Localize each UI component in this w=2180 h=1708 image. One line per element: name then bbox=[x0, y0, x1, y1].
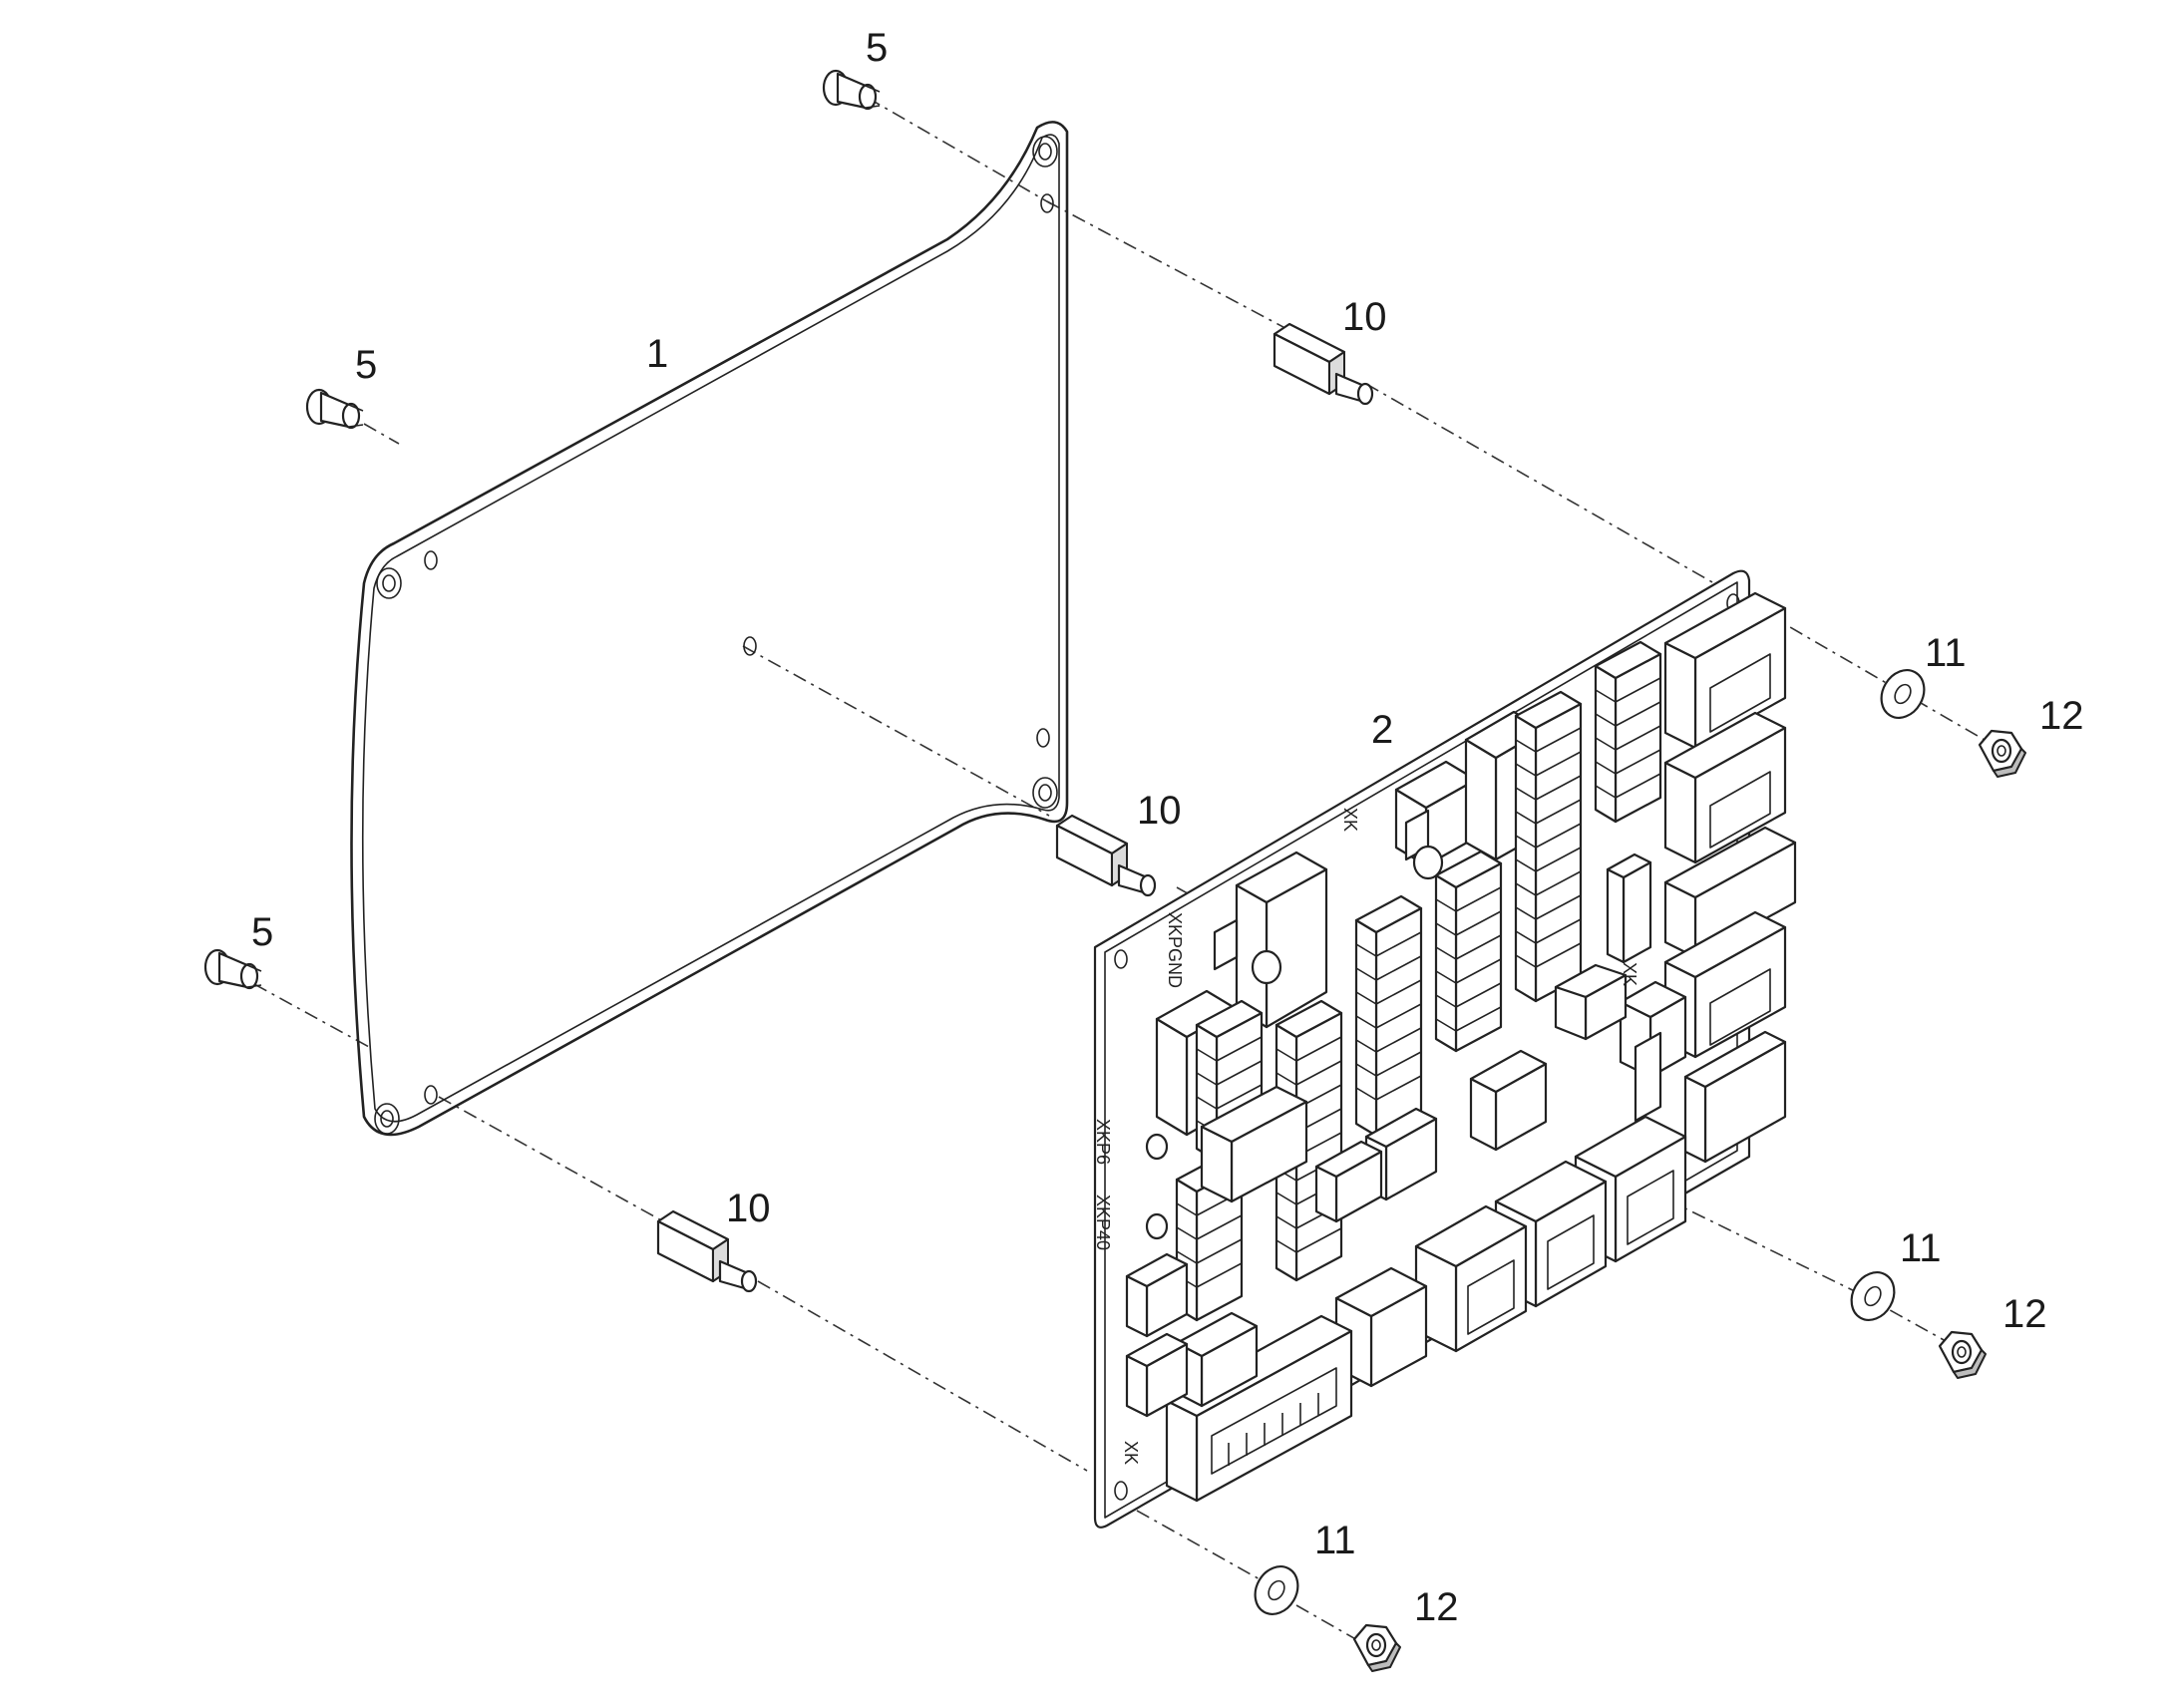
screw bbox=[305, 388, 364, 430]
standoff bbox=[1055, 814, 1157, 897]
silkscreen-label: XKP40 bbox=[1093, 1195, 1113, 1250]
main-connector bbox=[1165, 1314, 1353, 1503]
connector bbox=[1125, 1252, 1189, 1338]
nut bbox=[1978, 729, 2026, 778]
mounting-hole bbox=[376, 567, 402, 599]
connector bbox=[1606, 853, 1652, 964]
capacitor bbox=[1213, 918, 1282, 985]
capacitor bbox=[1145, 1212, 1169, 1240]
silkscreen-label: XK bbox=[1340, 808, 1360, 832]
fuse-bank bbox=[1514, 690, 1583, 1003]
standoff bbox=[1272, 322, 1374, 406]
connector bbox=[1469, 1049, 1548, 1152]
capacitor bbox=[1145, 1133, 1169, 1161]
fuse-bank bbox=[1594, 640, 1662, 824]
cover-plate bbox=[350, 121, 1069, 1137]
silkscreen-label: XK bbox=[1620, 962, 1639, 986]
washer bbox=[1254, 1565, 1299, 1615]
mounting-hole bbox=[1032, 777, 1058, 809]
connector bbox=[1663, 910, 1787, 1059]
connector bbox=[1554, 963, 1628, 1041]
connector bbox=[1314, 1140, 1383, 1223]
connector bbox=[1663, 591, 1787, 750]
connector bbox=[1414, 1204, 1528, 1353]
washer bbox=[1880, 669, 1926, 719]
mounting-hole bbox=[1040, 193, 1054, 213]
connector bbox=[1663, 826, 1797, 959]
nut bbox=[1938, 1330, 1987, 1379]
connector bbox=[1200, 1085, 1308, 1203]
capacitor bbox=[1404, 809, 1444, 880]
mounting-hole bbox=[424, 1085, 438, 1105]
standoff bbox=[656, 1209, 758, 1293]
nut bbox=[1352, 1623, 1401, 1672]
screw bbox=[203, 948, 262, 990]
washer bbox=[1850, 1271, 1896, 1321]
circuit-board: XKPGND XKP6 XKP40 XK XK XK bbox=[1093, 569, 1797, 1529]
fuse-bank bbox=[1354, 894, 1423, 1138]
silkscreen-label: XKPGND bbox=[1165, 912, 1185, 988]
mounting-hole bbox=[1032, 136, 1058, 168]
board-mounting-hole bbox=[1114, 949, 1128, 969]
mounting-hole bbox=[743, 636, 757, 656]
connector bbox=[1663, 711, 1787, 864]
silkscreen-label: XK bbox=[1121, 1441, 1141, 1465]
board-mounting-hole bbox=[1114, 1481, 1128, 1501]
screw bbox=[822, 69, 881, 111]
connector bbox=[1125, 1332, 1189, 1418]
mounting-hole bbox=[1036, 728, 1050, 748]
fuse-bank bbox=[1434, 850, 1503, 1053]
relay bbox=[1235, 851, 1328, 1029]
connector bbox=[1634, 1031, 1662, 1123]
connector bbox=[1683, 1030, 1787, 1164]
mounting-hole bbox=[424, 550, 438, 570]
silkscreen-label: XKP6 bbox=[1093, 1119, 1113, 1165]
mounting-hole bbox=[374, 1103, 400, 1135]
